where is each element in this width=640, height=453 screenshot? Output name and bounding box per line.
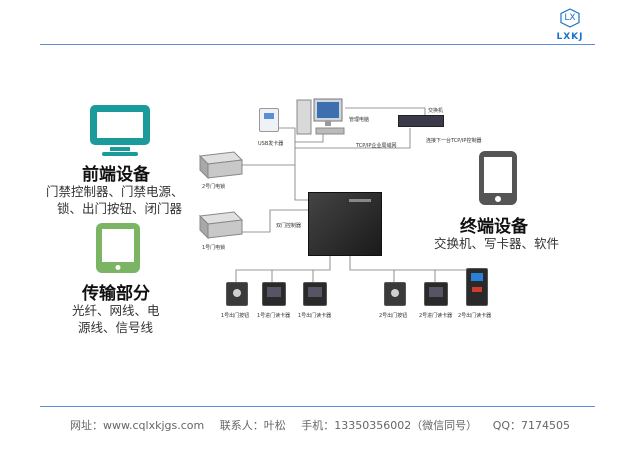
exit-button-1 [226,282,248,306]
pc-label: 管理电脑 [349,117,370,123]
monitor-icon [88,103,152,163]
exit-button-2 [384,282,406,306]
d4-label: 2号出门按钮 [379,313,408,319]
trans-desc-line2: 源线、信号线 [78,320,154,335]
footer-qq: QQ：7174505 [492,419,570,432]
trans-title: 传输部分 [82,284,150,304]
d1-label: 1号出门按钮 [221,313,250,319]
d3-label: 1号出门读卡器 [298,313,332,319]
front-desc-line2: 锁、出门按钮、闭门器 [57,201,183,216]
usb-label: USB发卡器 [258,141,284,147]
term-title: 终端设备 [460,217,528,237]
reader-in-1 [262,282,286,306]
switch-label: 交换机 [428,108,444,114]
company-logo: LX LXKJ [548,8,592,44]
pc-device [296,98,346,142]
reader-out-2 [466,268,488,306]
lock2-device [198,148,244,186]
controller-device [308,192,382,256]
d5-label: 2号进门读卡器 [419,313,453,319]
network-label: TCP/IP企业局域网 [356,143,397,149]
reader-out-1 [303,282,327,306]
d2-label: 1号进门读卡器 [257,313,291,319]
lock2-label: 2号门电锁 [202,184,226,190]
term-desc: 交换机、写卡器、软件 [434,236,560,251]
lock1-device [198,208,244,246]
usb-reader-device [259,108,279,132]
header-rule [40,44,595,45]
logo-text: LXKJ [556,32,584,42]
footer-phone: 手机：13350356002（微信同号） [301,419,478,432]
switch-device [398,115,444,127]
lock1-label: 1号门电锁 [202,245,226,251]
logo-hexagon-icon [560,8,580,28]
controller-label: 双门控制器 [276,223,302,229]
tablet-icon [95,222,141,278]
footer-rule [40,406,595,407]
switch-note: 连接下一台TCP/IP控制器 [426,138,482,144]
smartphone-icon [478,150,518,210]
reader-in-2 [424,282,448,306]
logo-mark: LX [564,13,576,23]
front-title: 前端设备 [82,165,150,185]
footer: 网址：www.cqlxkjgs.com 联系人：叶松 手机：1335035600… [0,417,640,433]
d6-label: 2号出门读卡器 [458,313,492,319]
footer-contact: 联系人：叶松 [219,419,286,432]
trans-desc-line1: 光纤、网线、电 [72,303,160,318]
footer-website: 网址：www.cqlxkjgs.com [70,419,205,432]
front-desc-line1: 门禁控制器、门禁电源、 [46,184,184,199]
